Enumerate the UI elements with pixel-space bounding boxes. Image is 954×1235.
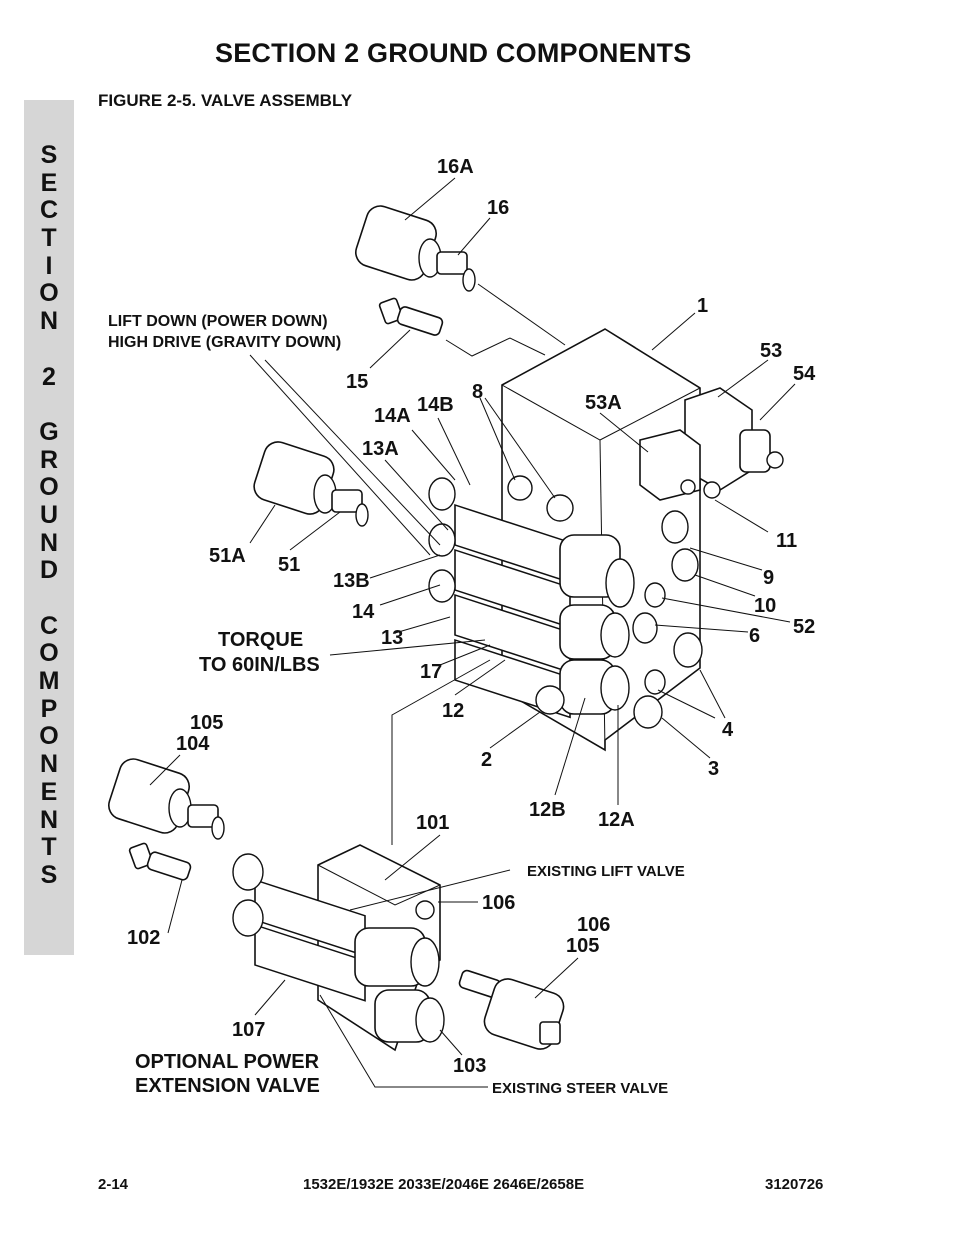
side-tab-letter: T xyxy=(41,224,57,253)
solenoid-51a xyxy=(253,441,369,527)
callout-8: 8 xyxy=(472,381,483,403)
callout-2: 2 xyxy=(481,749,492,771)
note-optional-line2: EXTENSION VALVE xyxy=(135,1075,320,1097)
callout-11: 11 xyxy=(776,530,797,552)
callout-104: 104 xyxy=(176,733,210,755)
callout-105-top: 105 xyxy=(190,712,223,734)
callout-51a: 51A xyxy=(209,545,246,567)
side-tab-letter: C xyxy=(39,611,59,640)
callout-6: 6 xyxy=(749,625,760,647)
side-tab-letter: E xyxy=(40,777,58,806)
valve-stack xyxy=(428,475,635,719)
callout-54: 54 xyxy=(793,363,816,385)
note-torque-line2: TO 60IN/LBS xyxy=(199,654,320,676)
callout-3: 3 xyxy=(708,758,719,780)
side-tab-letter: E xyxy=(40,168,58,197)
side-tab-letter: 2 xyxy=(42,362,56,391)
note-existing-lift-valve: EXISTING LIFT VALVE xyxy=(527,863,685,880)
side-tab-letter: N xyxy=(39,750,59,779)
side-tab-letter: O xyxy=(39,722,59,751)
side-tab-letter: S xyxy=(40,860,58,889)
footer-page-number: 2-14 xyxy=(98,1176,129,1193)
footer-doc-number: 3120726 xyxy=(765,1176,824,1193)
callout-14b: 14B xyxy=(417,394,454,416)
callout-103: 103 xyxy=(453,1055,486,1077)
callout-16: 16 xyxy=(487,197,509,219)
note-optional-line1: OPTIONAL POWER xyxy=(135,1051,320,1073)
section-title: SECTION 2 GROUND COMPONENTS xyxy=(215,38,692,68)
callouts: 16A 16 1 53 54 15 8 14B 14A 53A 13A 11 5… xyxy=(127,156,816,1077)
extension-valve-block xyxy=(232,844,445,1052)
side-tab-letter: T xyxy=(41,833,57,862)
side-tab-letter: O xyxy=(39,639,59,668)
callout-17: 17 xyxy=(420,661,442,683)
side-tab-letter: G xyxy=(39,417,59,446)
side-tab-letter: N xyxy=(39,307,59,336)
solenoid-16a xyxy=(355,205,566,346)
callout-13b: 13B xyxy=(333,570,370,592)
callout-106-right: 106 xyxy=(577,914,610,936)
callout-16a: 16A xyxy=(437,156,474,178)
solenoid-104 xyxy=(108,758,225,840)
callout-107: 107 xyxy=(232,1019,265,1041)
figure-title: FIGURE 2-5. VALVE ASSEMBLY xyxy=(98,91,353,110)
diagram-notes: LIFT DOWN (POWER DOWN) HIGH DRIVE (GRAVI… xyxy=(108,313,685,1097)
callout-53: 53 xyxy=(760,340,782,362)
solenoid-105-right xyxy=(458,969,565,1050)
side-tab-letter: S xyxy=(40,141,58,169)
side-tab-letter: R xyxy=(39,445,59,474)
cartridge-15 xyxy=(378,297,546,357)
footer-models: 1532E/1932E 2033E/2046E 2646E/2658E xyxy=(303,1176,585,1193)
callout-13: 13 xyxy=(381,627,403,649)
note-lift-down: LIFT DOWN (POWER DOWN) xyxy=(108,313,328,330)
side-tab-letter: U xyxy=(39,500,59,529)
callout-52: 52 xyxy=(793,616,815,638)
callout-102: 102 xyxy=(127,927,160,949)
callout-14: 14 xyxy=(352,601,375,623)
callout-12: 12 xyxy=(442,700,464,722)
side-tab-letter: O xyxy=(39,279,59,308)
side-tab-letter: M xyxy=(38,667,60,696)
right-side-fittings xyxy=(632,510,703,729)
side-tab-letter: I xyxy=(45,251,53,280)
leader-lines xyxy=(149,177,796,1088)
side-tab-letter: O xyxy=(39,473,59,502)
valve-53-block xyxy=(639,387,784,501)
callout-53a: 53A xyxy=(585,392,622,414)
callout-10: 10 xyxy=(754,595,776,617)
cartridge-102 xyxy=(128,842,192,881)
callout-15: 15 xyxy=(346,371,368,393)
note-torque-line1: TORQUE xyxy=(218,629,303,651)
callout-105-right: 105 xyxy=(566,935,599,957)
side-tab-letter: N xyxy=(39,528,59,557)
callout-9: 9 xyxy=(763,567,774,589)
side-tab-letter: N xyxy=(39,805,59,834)
callout-106-mid: 106 xyxy=(482,892,515,914)
side-tab-letter: P xyxy=(40,694,58,723)
callout-4: 4 xyxy=(722,719,734,741)
note-existing-steer-valve: EXISTING STEER VALVE xyxy=(492,1080,668,1097)
callout-12a: 12A xyxy=(598,809,635,831)
callout-13a: 13A xyxy=(362,438,399,460)
callout-14a: 14A xyxy=(374,405,411,427)
note-high-drive: HIGH DRIVE (GRAVITY DOWN) xyxy=(108,334,341,351)
callout-1: 1 xyxy=(697,295,708,317)
callout-101: 101 xyxy=(416,812,449,834)
callout-12b: 12B xyxy=(529,799,566,821)
callout-51: 51 xyxy=(278,554,300,576)
side-tab-letter: C xyxy=(39,196,59,225)
connector-line xyxy=(391,659,491,845)
side-tab-letter: D xyxy=(39,556,59,585)
